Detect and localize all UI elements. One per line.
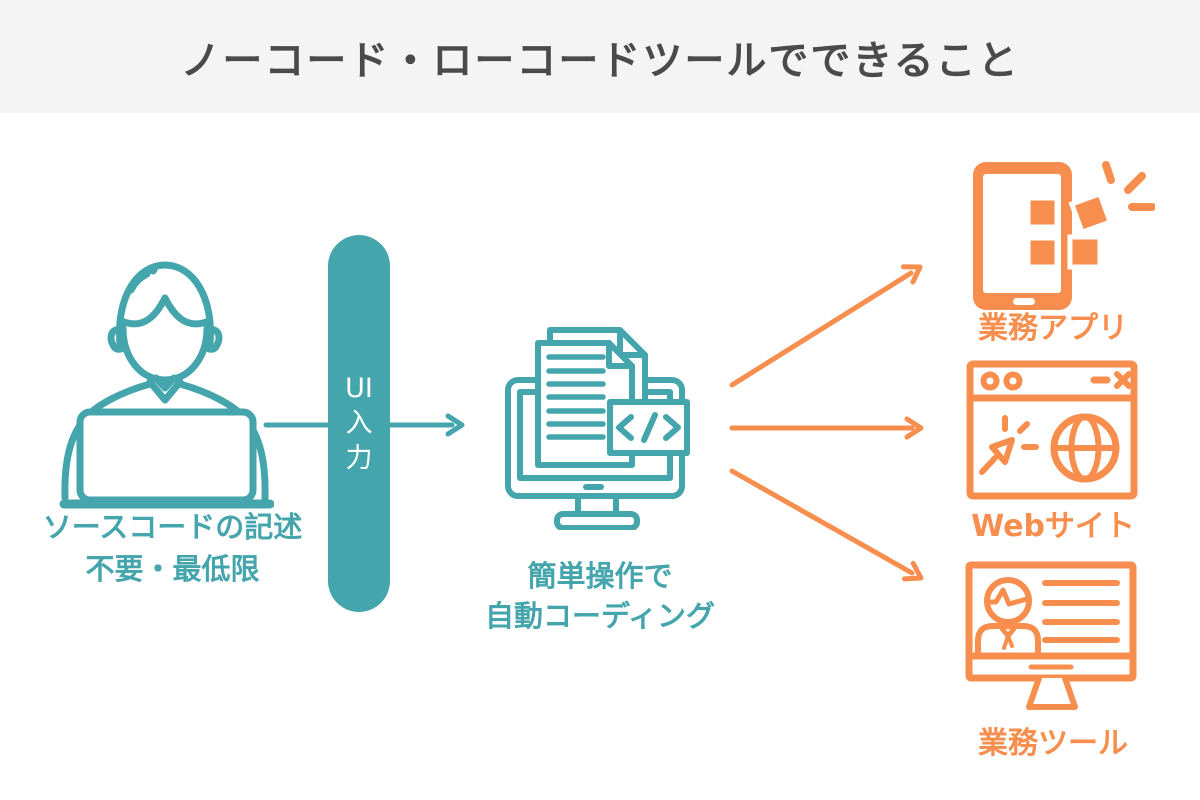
output-label-tools: 業務ツール: [978, 726, 1128, 761]
orange-fanout-arrows: [729, 264, 924, 582]
monitor-user-icon: [965, 561, 1137, 710]
pill-char-nyu: 入: [345, 408, 373, 439]
pill-char-ryoku: 力: [345, 443, 373, 474]
output-label-website: Webサイト: [971, 509, 1135, 544]
input-caption: ソースコードの記述 不要・最低限: [5, 506, 340, 590]
smartphone-apps-icon: [973, 161, 1155, 310]
pill-char-ui: UI: [345, 373, 373, 404]
process-caption-line1: 簡単操作で: [527, 559, 673, 593]
page-title: ノーコード・ローコードツールでできること: [180, 37, 1020, 84]
input-caption-line2: 不要・最低限: [85, 552, 260, 586]
process-caption: 簡単操作で 自動コーディング: [455, 556, 745, 636]
ui-input-pill: UI 入 力: [328, 235, 390, 612]
header-bar: ノーコード・ローコードツールでできること: [0, 0, 1200, 113]
browser-globe-icon: [966, 360, 1138, 500]
process-caption-line2: 自動コーディング: [485, 599, 715, 633]
person-laptop-icon: [59, 261, 274, 509]
auto-coding-icon: [505, 327, 690, 530]
input-caption-line1: ソースコードの記述: [42, 510, 303, 544]
output-label-apps: 業務アプリ: [978, 311, 1128, 346]
